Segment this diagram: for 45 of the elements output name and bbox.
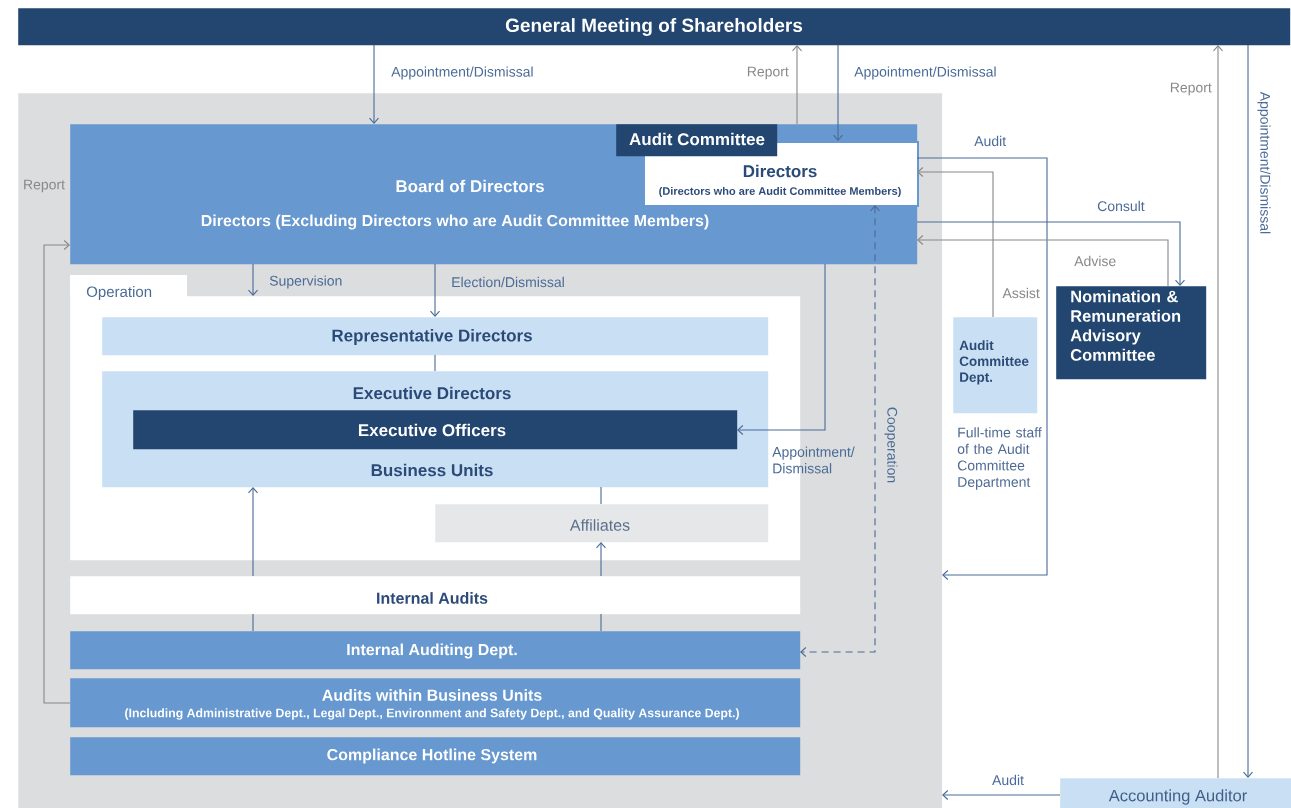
edge-label: Report xyxy=(24,179,65,193)
connector-arrow xyxy=(832,44,844,141)
edge-label: Report xyxy=(1170,82,1212,96)
connector-arrow xyxy=(917,234,1169,287)
org-box: Executive Officers xyxy=(133,410,738,450)
edge-label: Cooperation xyxy=(884,407,898,483)
edge-label: Election/Dismissal xyxy=(452,276,564,288)
connector-arrow xyxy=(916,221,1186,286)
dept-box: Audit Committee Dept. xyxy=(953,317,1038,414)
connector-arrow xyxy=(595,542,607,577)
connector-arrow xyxy=(791,45,803,125)
connector-arrow xyxy=(737,263,826,436)
connector-arrow xyxy=(800,205,881,658)
connector-arrow xyxy=(43,239,71,704)
edge-label: Supervision xyxy=(269,275,342,289)
edge-label: Appointment/ Dismissal xyxy=(772,446,855,474)
org-box: Compliance Hotline System xyxy=(70,737,801,776)
connector-arrow xyxy=(917,166,994,318)
org-box: Affiliates xyxy=(435,504,769,543)
note-text: Full-time staff of the Audit Committee Department xyxy=(957,427,1042,490)
org-box: Internal Audits xyxy=(70,576,801,615)
connector-arrow xyxy=(429,263,441,317)
edge-label: Audit xyxy=(992,774,1024,786)
edge-label: Appointment/Dismissal xyxy=(391,66,533,80)
edge-label: Appointment/Dismissal xyxy=(1257,91,1271,234)
connector-arrow xyxy=(942,789,1061,801)
edge-label: Assist xyxy=(1002,287,1040,299)
edge-label: Consult xyxy=(1097,200,1145,212)
committee-tab: Audit Committee xyxy=(616,124,778,157)
org-box: Representative Directors xyxy=(102,317,769,356)
connector-arrow xyxy=(247,263,259,296)
committee-box: Nomination & Remuneration Advisory Committee xyxy=(1056,286,1207,380)
edge-label: Advise xyxy=(1074,255,1116,267)
connector-arrow xyxy=(916,157,1048,581)
header-band: General Meeting of Shareholders xyxy=(18,8,1291,46)
connector-arrow xyxy=(1212,45,1224,779)
edge-label: Appointment/Dismissal xyxy=(854,66,996,80)
connector-arrow xyxy=(247,487,259,577)
edge-label: Report xyxy=(747,66,789,80)
edge-label: Audit xyxy=(974,135,1006,147)
org-box: Internal Auditing Dept. xyxy=(70,631,801,670)
connector-arrow xyxy=(368,44,380,124)
auditor-box: Accounting Auditor xyxy=(1060,778,1291,808)
connector-arrow xyxy=(1242,44,1254,778)
org-box: Audits within Business Units (Including Administrative Dept., Legal Dept., Environment and Safety Dept., and Quality Assurance Dept.) xyxy=(70,678,801,728)
